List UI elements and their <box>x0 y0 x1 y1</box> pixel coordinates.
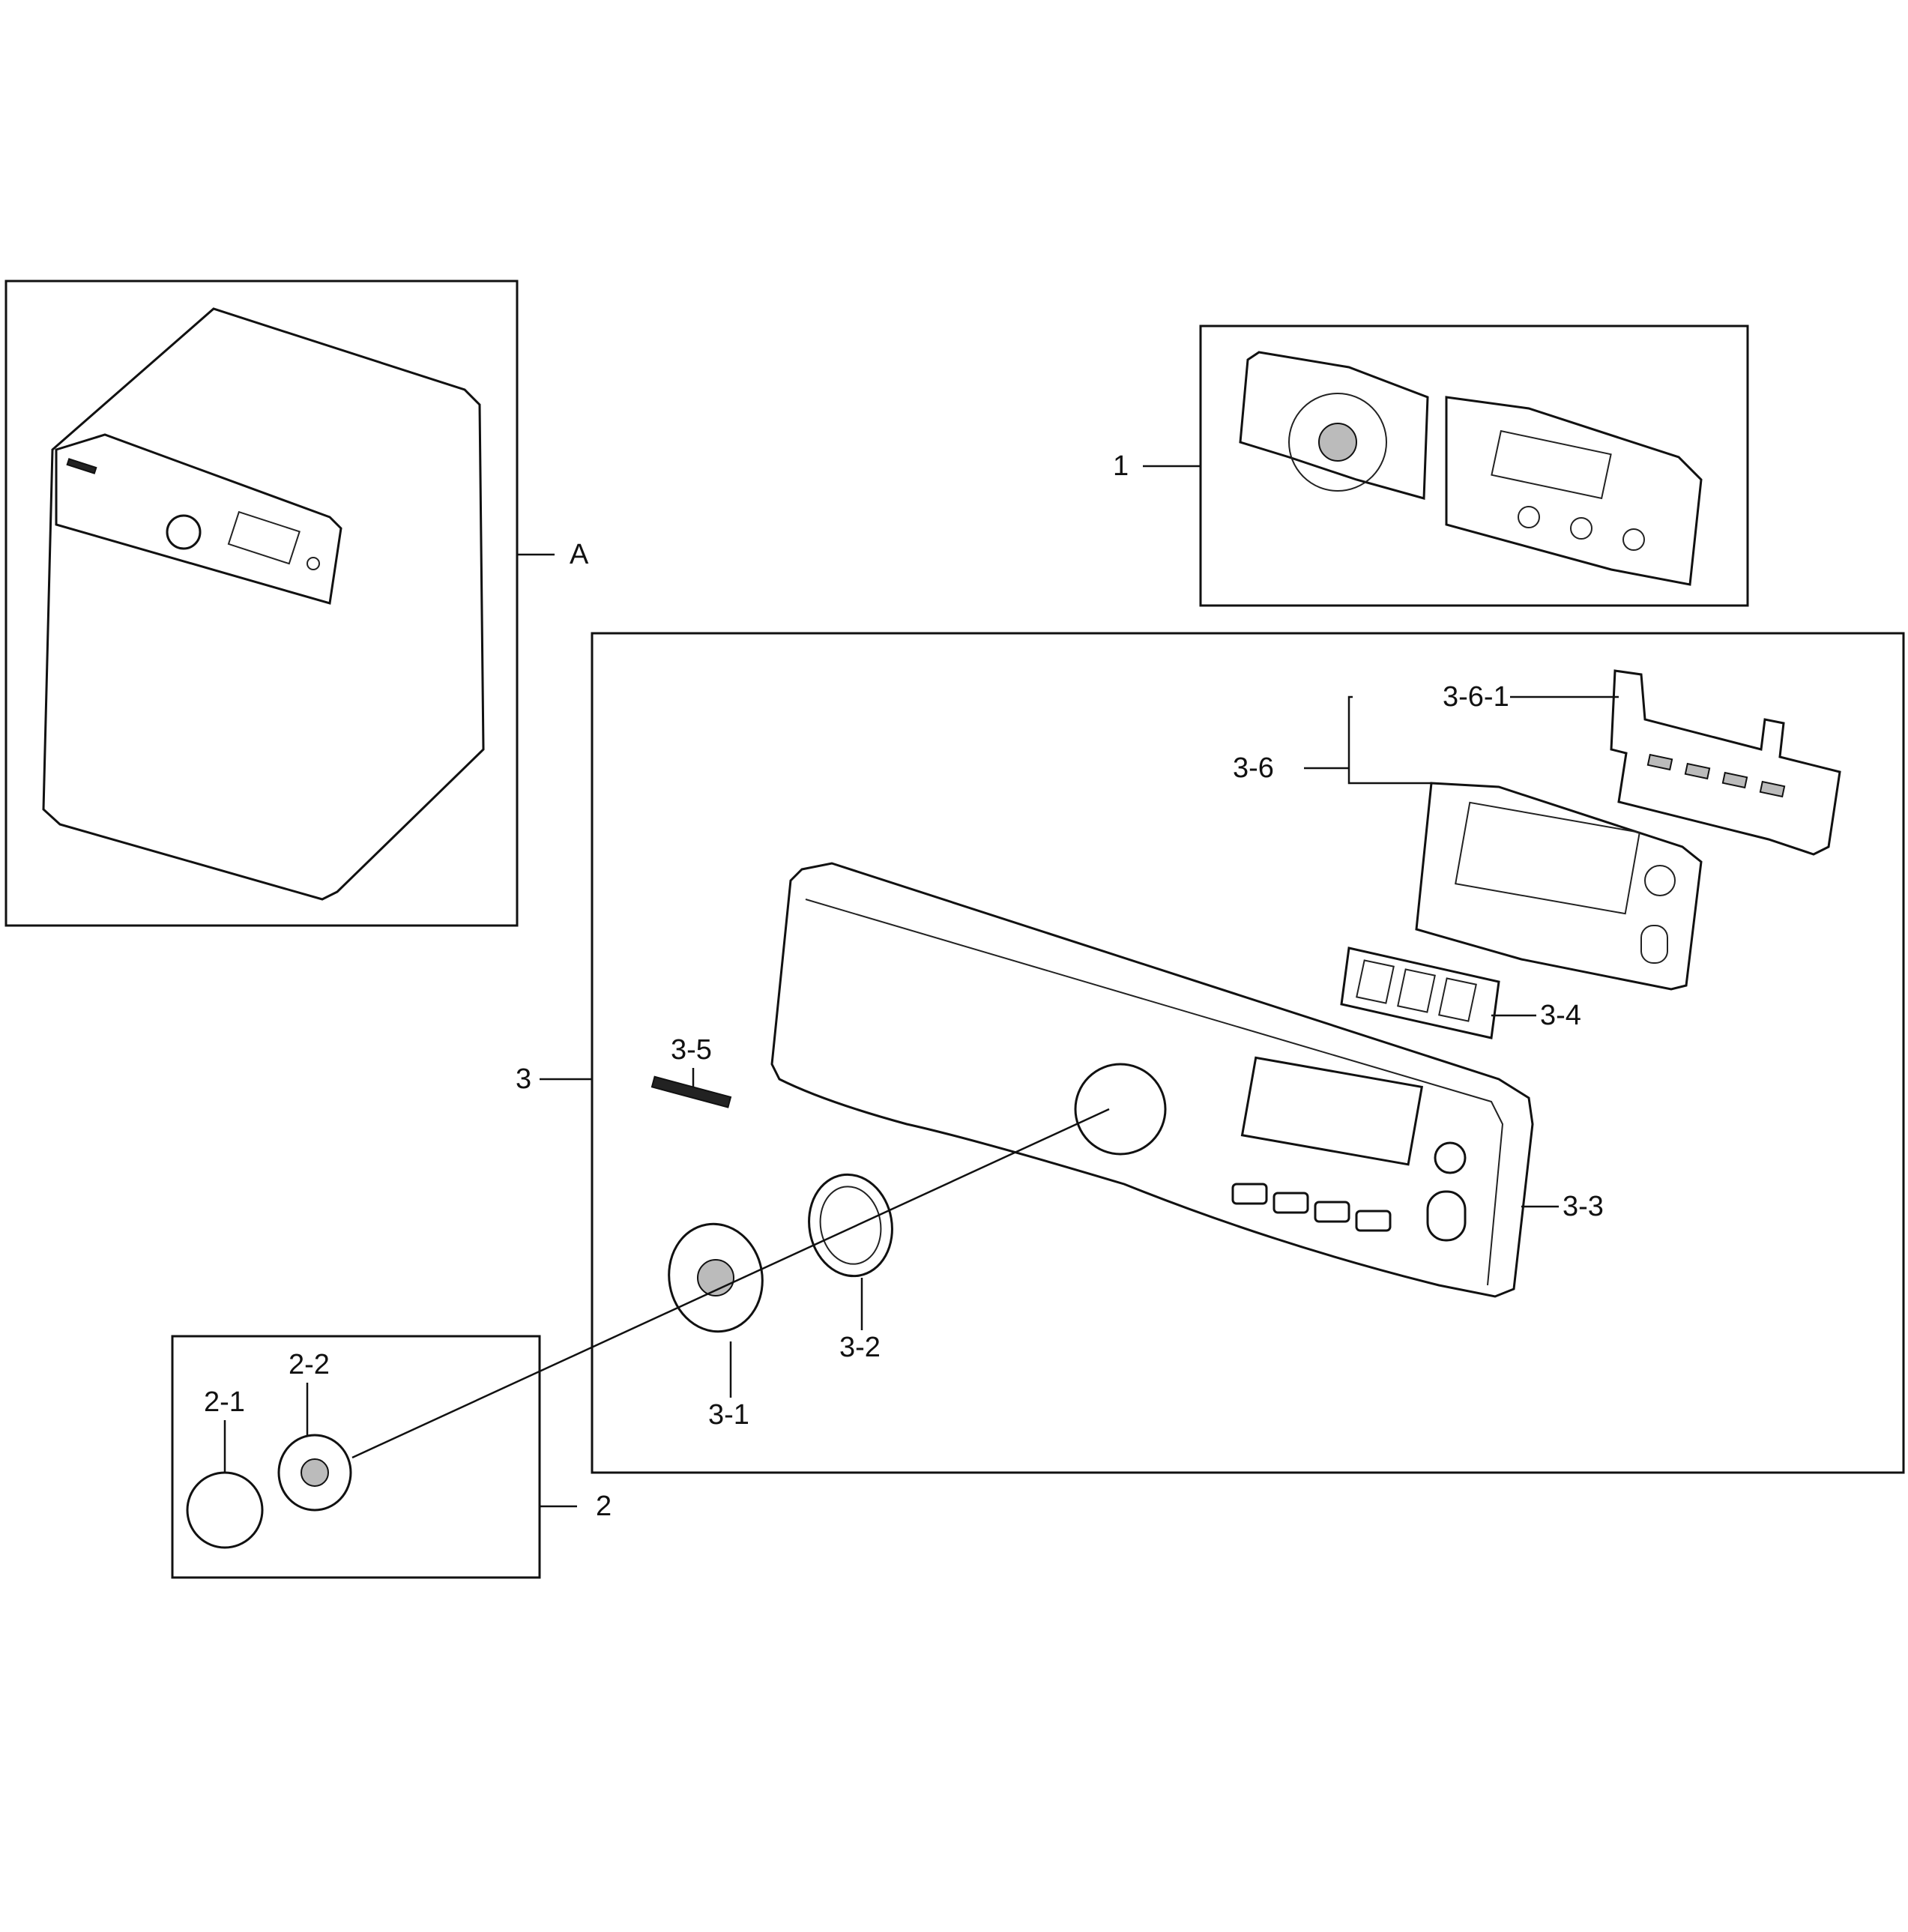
callout-label-3-1: 3-1 <box>708 1399 749 1431</box>
cabinet-control-panel <box>55 433 342 605</box>
bracket-key-4 <box>1759 780 1786 798</box>
rotary-board-hub-icon <box>1318 423 1357 462</box>
main-board-relay-3 <box>1622 528 1645 551</box>
knob-assembly-group <box>171 1335 577 1579</box>
panel-option-button-3 <box>1314 1201 1350 1223</box>
control-panel-group <box>351 632 1905 1474</box>
control-panel-inner-edge <box>805 899 1504 1286</box>
cabinet-display <box>227 510 301 565</box>
callout-label-2-1: 2-1 <box>204 1386 245 1418</box>
sub-pcb-assembly <box>1415 782 1703 991</box>
callout-label-3: 3 <box>516 1063 531 1095</box>
appliance-box <box>4 280 519 927</box>
main-control-board <box>1445 396 1703 586</box>
button-block-key-3 <box>1438 977 1477 1022</box>
cabinet-brand-mark <box>66 458 97 474</box>
callout-label-1: 1 <box>1113 450 1129 482</box>
pcb-assembly-group <box>1143 324 1749 607</box>
callout-leader-3-6-bracket <box>1304 695 1431 785</box>
panel-option-button-2 <box>1272 1192 1309 1214</box>
callout-label-3-6-1: 3-6-1 <box>1443 681 1509 713</box>
callout-label-3-6: 3-6 <box>1233 752 1274 784</box>
panel-start-button-hole <box>1426 1190 1467 1242</box>
brand-emblem <box>650 1075 732 1108</box>
callout-label-3-4: 3-4 <box>1540 1000 1581 1031</box>
rotary-board-ring <box>1288 393 1387 492</box>
callout-label-a: A <box>570 539 589 570</box>
sub-pcb-button-icon <box>1640 925 1668 964</box>
main-board-display-socket <box>1491 429 1612 500</box>
knob-body-hub-icon <box>301 1458 329 1487</box>
callout-label-3-5: 3-5 <box>671 1034 712 1066</box>
panel-option-button-1 <box>1231 1183 1268 1205</box>
panel-dial-opening <box>1074 1063 1167 1156</box>
knob-box <box>171 1335 541 1579</box>
button-block <box>1340 947 1500 1039</box>
main-board-relay-1 <box>1518 506 1540 528</box>
callout-label-2-2: 2-2 <box>289 1349 330 1380</box>
dial-assembly-axis <box>351 1108 1110 1459</box>
dial-indicator-ring-inner <box>819 1186 882 1265</box>
dial-indicator-ring <box>808 1173 893 1278</box>
button-block-key-2 <box>1397 968 1436 1013</box>
panel-display-window <box>1240 1056 1424 1166</box>
bracket-key-3 <box>1721 771 1748 789</box>
sub-pcb-knob-icon <box>1644 865 1676 896</box>
main-board-relay-2 <box>1570 517 1592 540</box>
callout-label-3-3: 3-3 <box>1563 1191 1604 1222</box>
bracket-key-1 <box>1646 753 1673 771</box>
control-panel-box <box>591 632 1905 1474</box>
callout-label-2: 2 <box>596 1491 612 1522</box>
sub-pcb-window <box>1455 801 1640 915</box>
knob-cap <box>186 1471 264 1549</box>
cabinet-dial-icon <box>166 514 202 550</box>
callout-label-3-2: 3-2 <box>839 1332 881 1363</box>
panel-power-button-hole <box>1434 1141 1467 1174</box>
panel-option-button-4 <box>1355 1210 1392 1232</box>
key-bracket <box>1610 669 1841 856</box>
appliance-assembly-group <box>4 280 555 927</box>
bracket-key-2 <box>1684 762 1711 780</box>
dryer-cabinet <box>42 307 485 901</box>
button-block-key-1 <box>1356 959 1395 1004</box>
cabinet-power-button-icon <box>307 557 320 570</box>
